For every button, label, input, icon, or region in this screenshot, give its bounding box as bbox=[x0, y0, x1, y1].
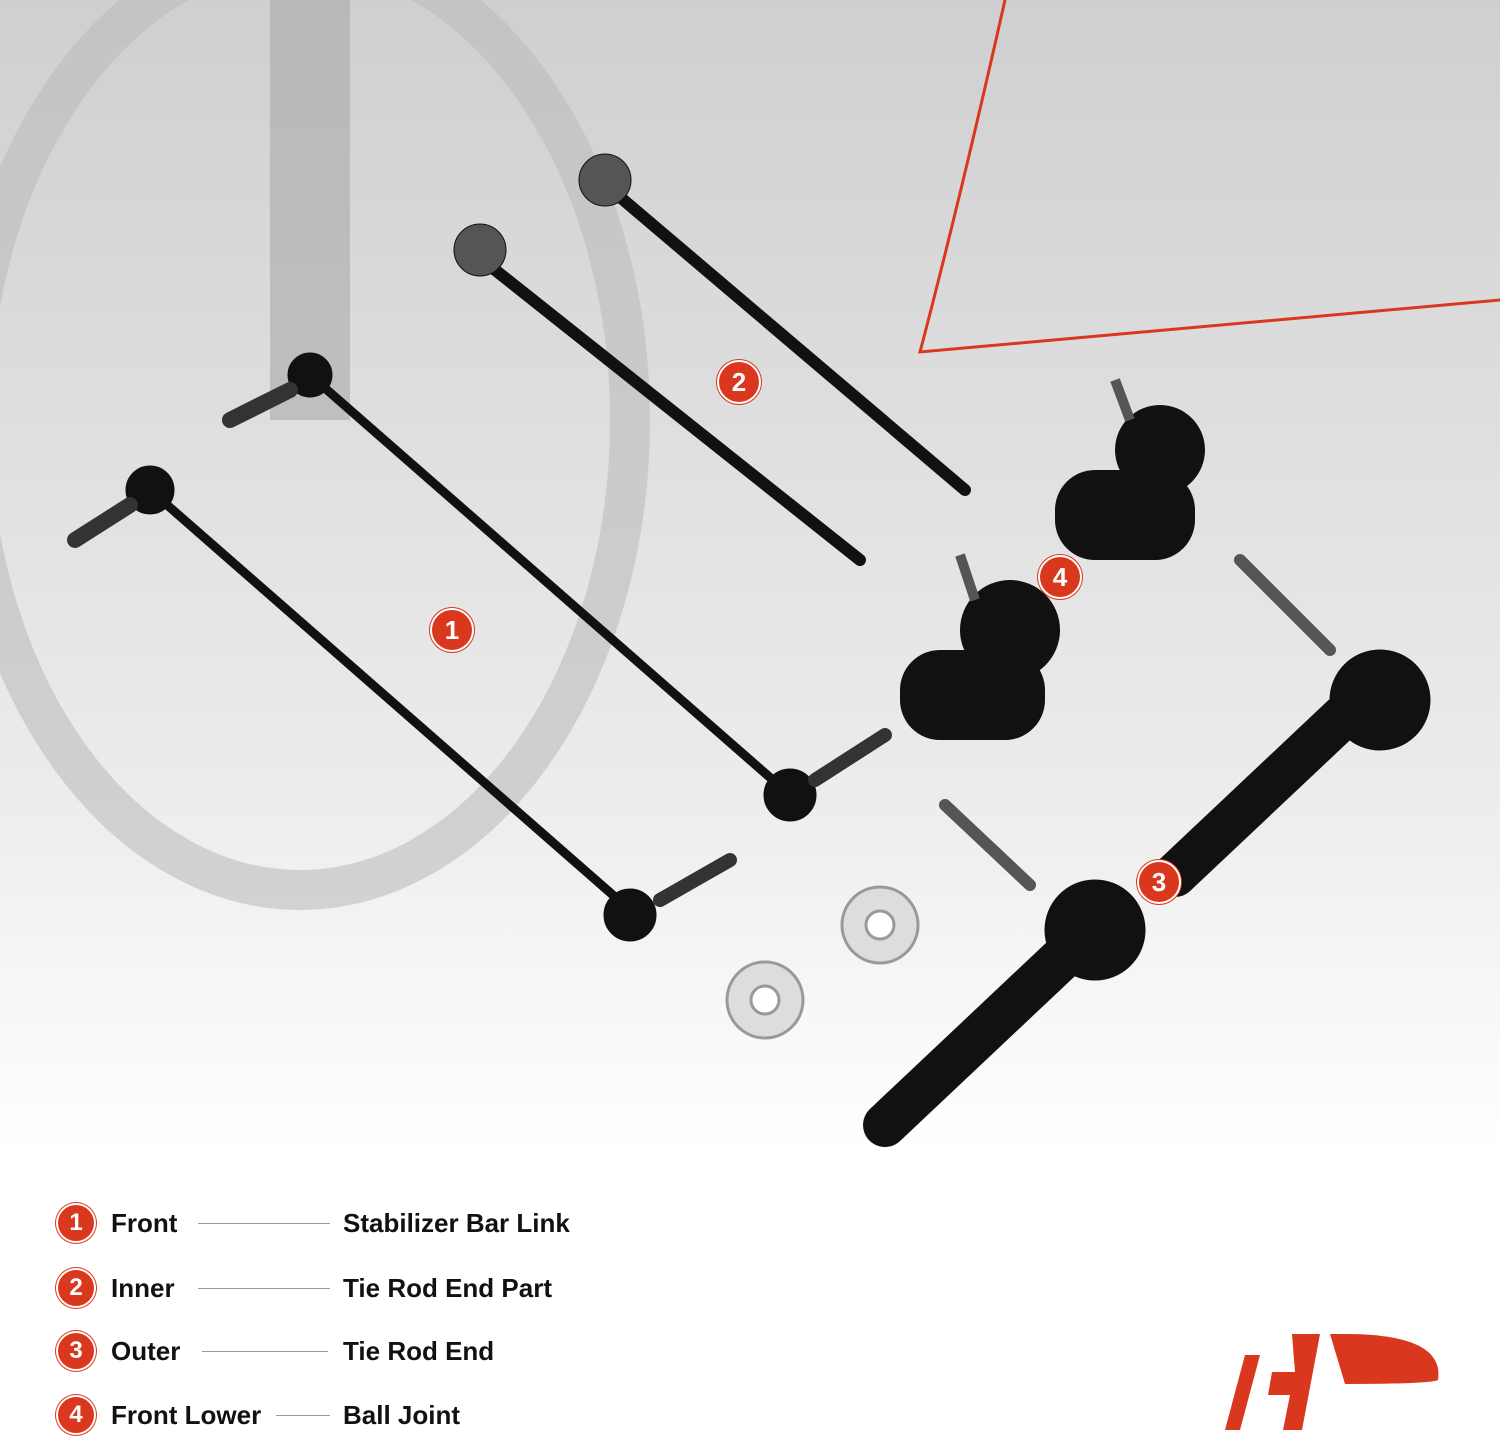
legend-position: Front bbox=[111, 1207, 178, 1238]
legend-connector bbox=[202, 1350, 328, 1352]
legend-row: 4 Front Lower Ball Joint bbox=[56, 1392, 460, 1438]
outer-tie-rod-ends bbox=[863, 554, 1431, 1147]
strut-silhouette bbox=[270, 0, 350, 420]
legend-connector bbox=[276, 1414, 330, 1416]
callout-badge-1: 1 bbox=[430, 608, 474, 652]
legend-number-badge: 1 bbox=[56, 1203, 96, 1243]
callout-badge-3: 3 bbox=[1137, 860, 1181, 904]
callout-badge-4: 4 bbox=[1038, 555, 1082, 599]
legend-connector bbox=[198, 1287, 330, 1289]
legend-part: Ball Joint bbox=[343, 1399, 461, 1430]
legend-part: Tie Rod End bbox=[343, 1335, 495, 1366]
ball-joints bbox=[900, 378, 1205, 740]
legend-number-badge: 2 bbox=[56, 1268, 96, 1308]
legend-connector bbox=[198, 1222, 330, 1224]
legend-row: 2 Inner Tie Rod End Part bbox=[56, 1265, 552, 1311]
legend-position: Inner bbox=[111, 1272, 175, 1303]
stabilizer-bar-links bbox=[67, 352, 892, 942]
lock-washers bbox=[725, 885, 920, 1040]
inner-tie-rods bbox=[453, 153, 971, 566]
legend-position: Outer bbox=[111, 1335, 181, 1366]
zoom-highlight-arc bbox=[918, 0, 1500, 354]
wheel-silhouette bbox=[0, 0, 650, 910]
legend-part: Stabilizer Bar Link bbox=[343, 1207, 570, 1238]
legend-number-badge: 3 bbox=[56, 1331, 96, 1371]
legend-position: Front Lower bbox=[111, 1399, 262, 1430]
legend-row: 1 Front Stabilizer Bar Link bbox=[56, 1200, 570, 1246]
ap-logo bbox=[1225, 1334, 1439, 1430]
legend-number-badge: 4 bbox=[56, 1395, 96, 1435]
legend-part: Tie Rod End Part bbox=[343, 1272, 552, 1303]
callout-badge-2: 2 bbox=[717, 360, 761, 404]
legend-row: 3 Outer Tie Rod End bbox=[56, 1328, 494, 1374]
